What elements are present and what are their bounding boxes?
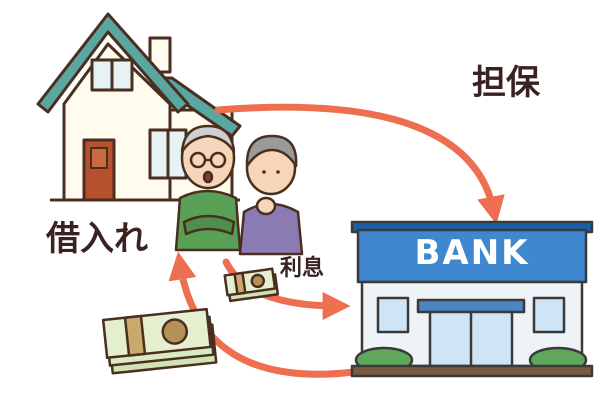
arrow-borrowing	[168, 251, 358, 378]
arrow-collateral	[214, 103, 505, 225]
elderly-couple-icon	[174, 124, 304, 256]
bank-sign: BANK	[414, 233, 530, 273]
bank-icon	[350, 220, 594, 378]
banknote-bundle-icon	[101, 267, 280, 375]
house-icon	[36, 12, 242, 202]
interest-label: 利息	[280, 256, 325, 281]
collateral-label: 担保	[472, 63, 540, 103]
borrowing-label: 借入れ	[46, 219, 148, 259]
